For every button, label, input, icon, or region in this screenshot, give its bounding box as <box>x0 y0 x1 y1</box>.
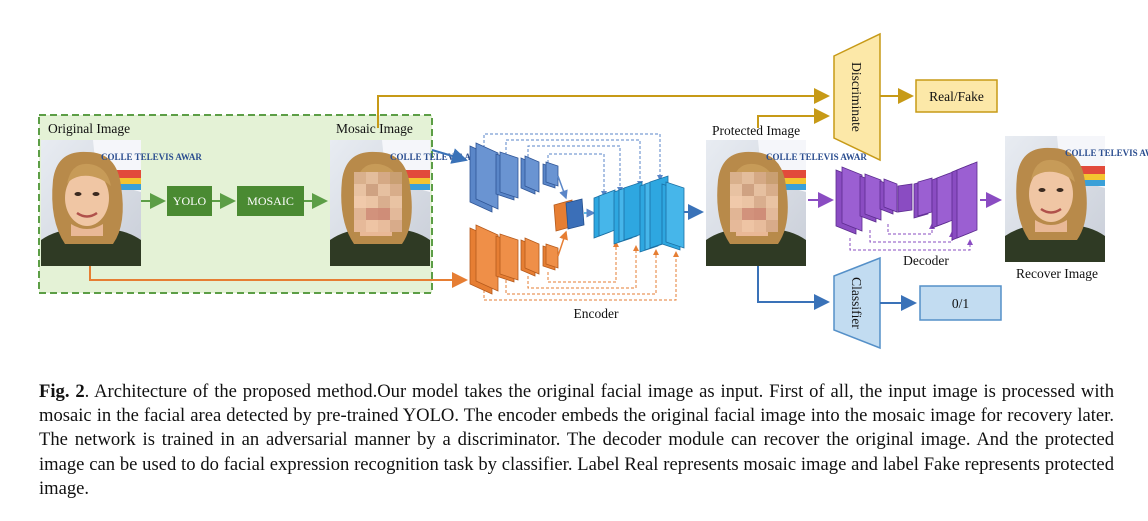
classifier-block <box>833 256 881 350</box>
photo-sign-text: COLLE TELEVIS AWAR <box>1065 148 1148 158</box>
arrow-protected-to-classifier <box>757 266 830 310</box>
real-fake-output <box>915 79 998 113</box>
protected-image-label: Protected Image <box>712 123 800 138</box>
mosaic-label: MOSAIC <box>247 194 294 208</box>
arrow-mosaic-to-discriminator <box>377 88 830 128</box>
photo-sign-text: COLLE TELEVIS AWAR <box>390 152 491 162</box>
figure-number: Fig. 2 <box>39 381 85 402</box>
photo-sign-text: COLLE TELEVIS AWAR <box>766 152 867 162</box>
class-output-box <box>919 285 1002 321</box>
protected-image: COLLE TELEVIS AWAR <box>704 138 867 268</box>
photo-sign-text: COLLE TELEVIS AWAR <box>101 152 202 162</box>
encoder <box>469 133 685 301</box>
decoder <box>835 161 978 251</box>
mosaic-image: COLLE TELEVIS AWAR <box>328 138 491 268</box>
mosaic-block <box>237 186 304 216</box>
arrow-original-to-encoder <box>89 266 468 288</box>
original-image: COLLE TELEVIS AWAR <box>39 138 202 268</box>
original-image-label: Original Image <box>48 121 130 136</box>
classifier-label: Classifier <box>849 277 864 329</box>
architecture-diagram: Original Image Mosaic Image COLLE TELEVI… <box>38 32 1148 350</box>
figure-caption: Fig. 2. Architecture of the proposed met… <box>39 380 1114 501</box>
recover-image-label: Recover Image <box>1016 266 1098 281</box>
yolo-label: YOLO <box>173 194 207 208</box>
arrow-mosaic-to-encoder <box>431 148 468 164</box>
caption-text: . Architecture of the proposed method.Ou… <box>39 381 1114 499</box>
mosaic-pixels <box>730 172 778 232</box>
encoder-label: Encoder <box>574 306 619 321</box>
recover-image: COLLE TELEVIS AWAR <box>1003 134 1148 264</box>
discriminator-label: Discriminate <box>849 62 864 132</box>
yolo-block <box>167 186 212 216</box>
decoder-label: Decoder <box>903 253 949 268</box>
arrow-protected-to-discriminator <box>757 108 830 128</box>
real-fake-label: Real/Fake <box>929 89 984 104</box>
class-output-label: 0/1 <box>952 296 969 311</box>
discriminator-block <box>833 32 881 162</box>
mosaic-image-label: Mosaic Image <box>336 121 413 136</box>
mosaic-pixels <box>354 172 402 232</box>
